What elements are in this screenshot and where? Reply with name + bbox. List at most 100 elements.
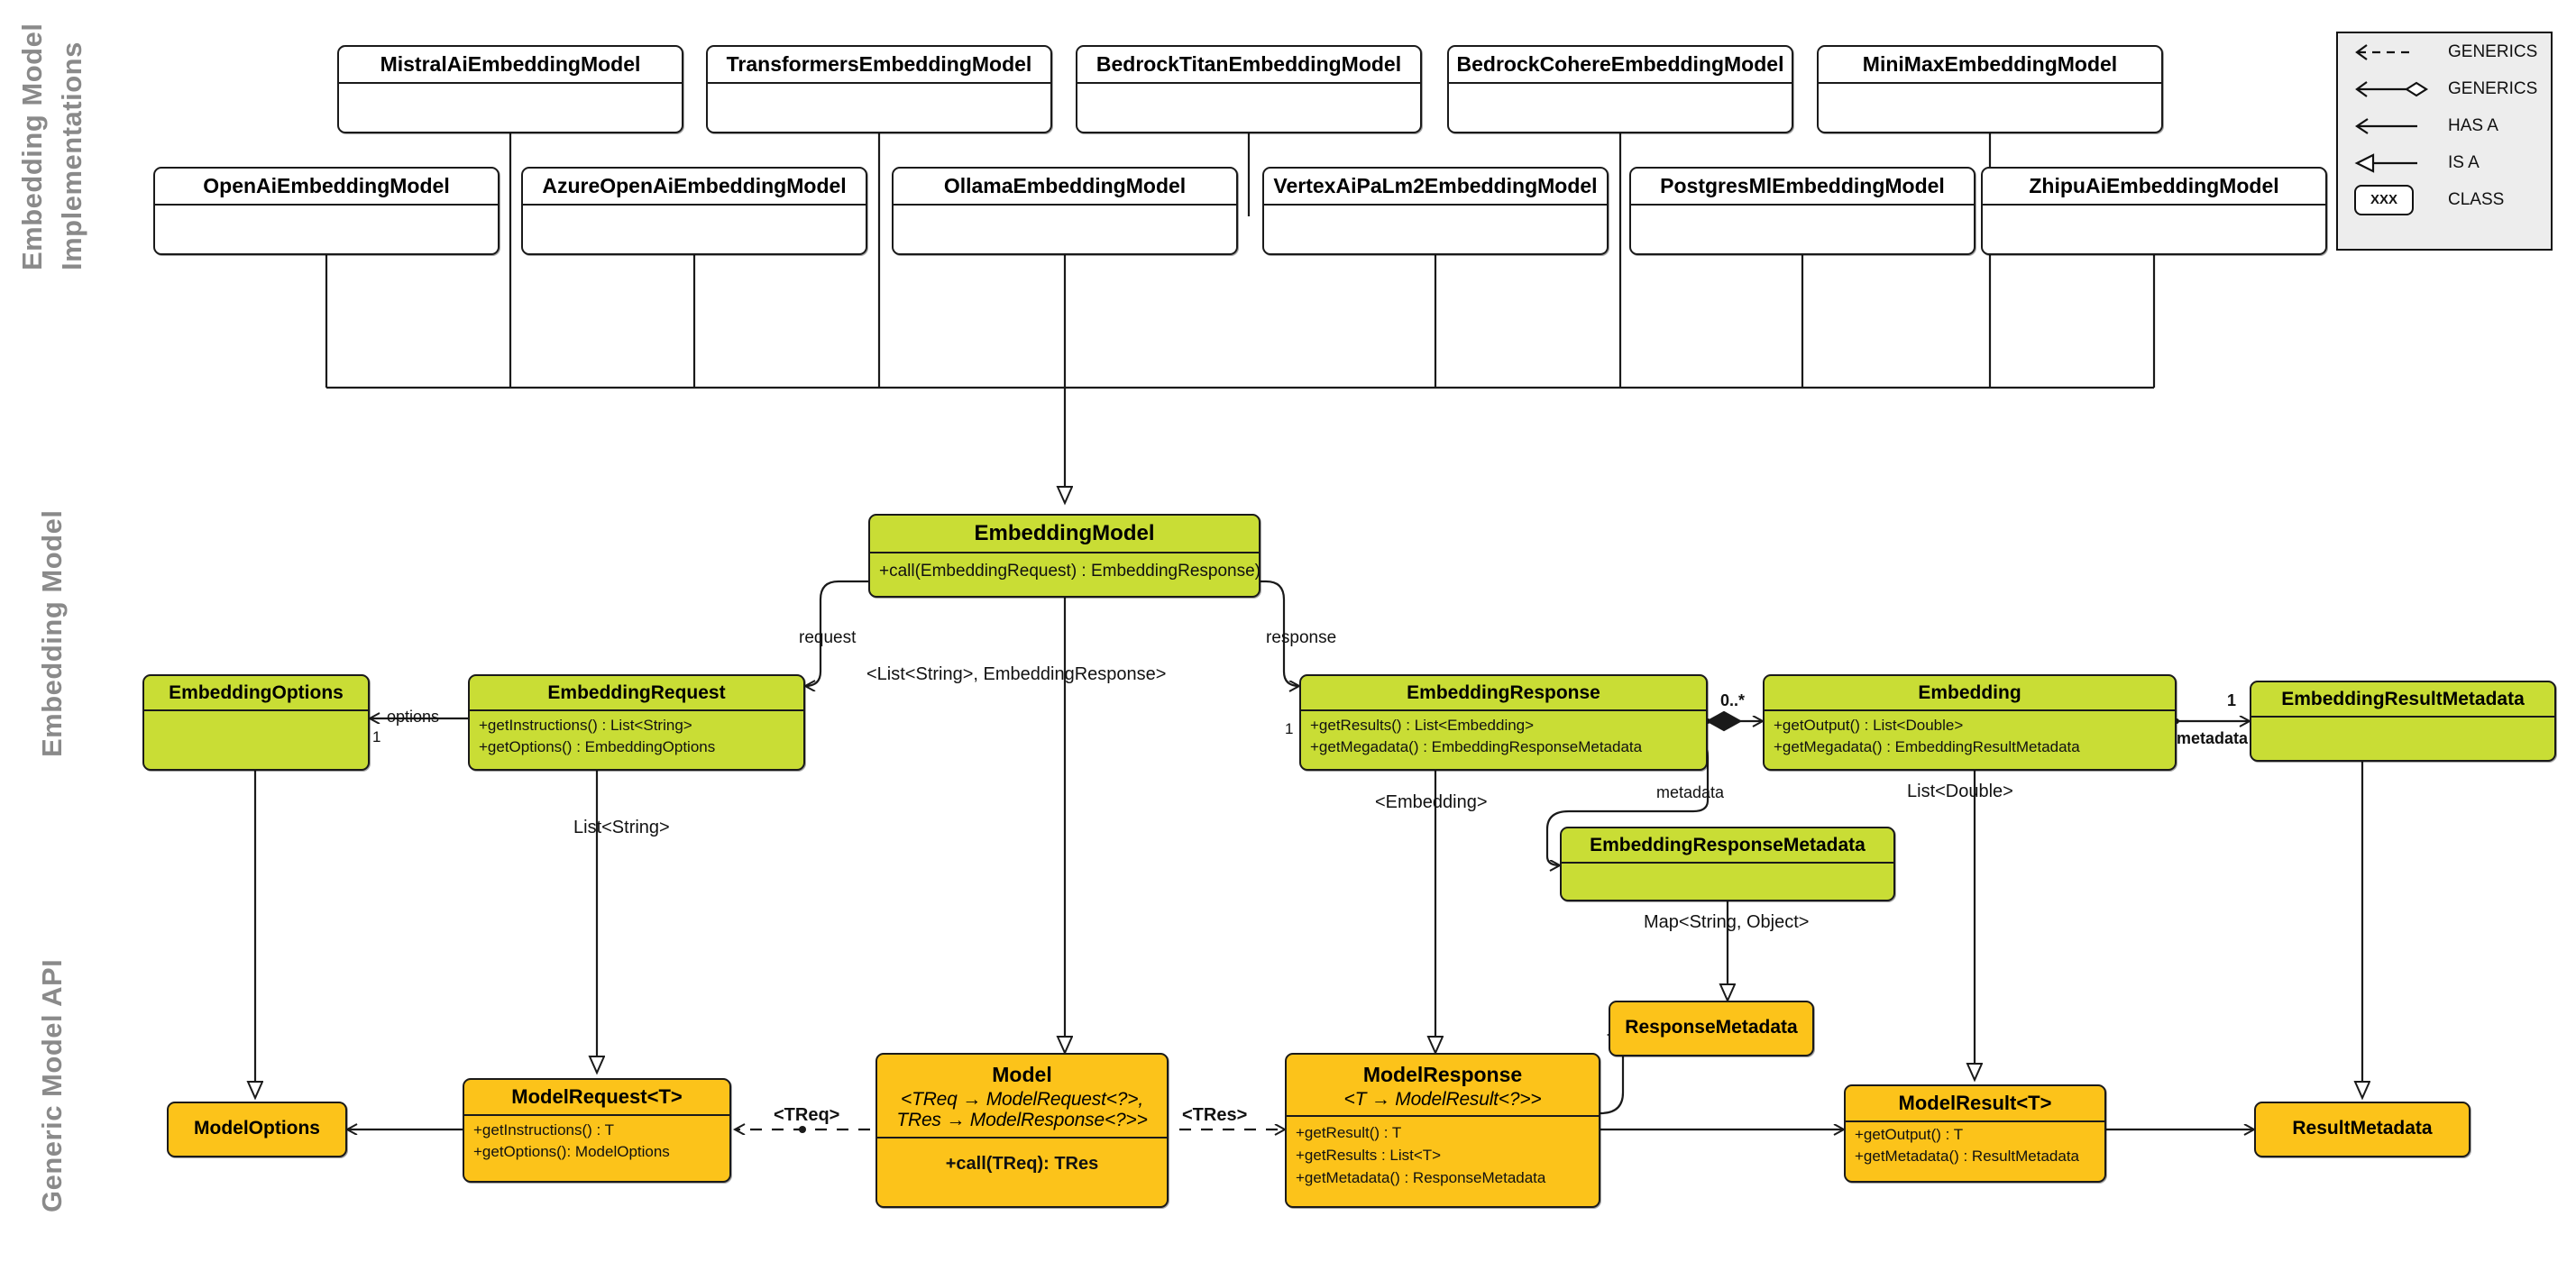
class-members — [1077, 84, 1420, 132]
class-box-bedrocktitan-embedding-model[interactable]: BedrockTitanEmbeddingModel — [1076, 45, 1422, 133]
class-box-embedding[interactable]: Embedding +getOutput() : List<Double> +g… — [1763, 674, 2177, 771]
class-title-wrap: Model <TReq → ModelRequest<?>, TRes → Mo… — [877, 1055, 1167, 1137]
class-members: +call(TReq): TRes — [877, 1139, 1167, 1183]
class-box-vertexaipalm2-embedding-model[interactable]: VertexAiPaLm2EmbeddingModel — [1262, 167, 1609, 255]
class-method: +getOutput() : List<Double> — [1774, 716, 1964, 734]
class-method: +getMetadata() : ResponseMetadata — [1296, 1168, 1546, 1186]
class-box-minimax-embedding-model[interactable]: MiniMaxEmbeddingModel — [1817, 45, 2163, 133]
class-box-ollama-embedding-model[interactable]: OllamaEmbeddingModel — [892, 167, 1238, 255]
class-method: +call(TReq): TRes — [945, 1153, 1099, 1174]
class-divider — [1449, 81, 1792, 84]
class-members — [523, 206, 866, 253]
class-title: ModelOptions — [194, 1118, 320, 1139]
class-box-model-result[interactable]: ModelResult<T> +getOutput() : T +getMeta… — [1844, 1084, 2106, 1183]
section-label-embedding-model: Embedding Model — [36, 509, 68, 757]
class-members — [1449, 84, 1792, 132]
legend-row-class: XXX CLASS — [2338, 181, 2551, 218]
class-box-zhipuai-embedding-model[interactable]: ZhipuAiEmbeddingModel — [1981, 167, 2327, 255]
class-divider — [1765, 709, 2175, 711]
class-title: EmbeddingResultMetadata — [2281, 689, 2525, 709]
generics-dot — [799, 1126, 806, 1133]
class-divider — [1631, 203, 1974, 206]
class-method: +getInstructions() : T — [473, 1120, 615, 1139]
class-box-result-metadata[interactable]: ResultMetadata — [2254, 1102, 2471, 1157]
class-box-embedding-response[interactable]: EmbeddingResponse +getResults() : List<E… — [1299, 674, 1708, 771]
class-box-response-metadata[interactable]: ResponseMetadata — [1609, 1001, 1814, 1056]
class-method: +getOptions() : EmbeddingOptions — [479, 738, 716, 756]
diamond-arrow-icon — [2354, 74, 2432, 105]
class-divider — [1264, 203, 1607, 206]
class-title: OllamaEmbeddingModel — [943, 174, 1187, 197]
class-divider — [1301, 709, 1706, 711]
class-members: +getInstructions() : List<String> +getOp… — [470, 711, 803, 764]
class-members: +call(EmbeddingRequest) : EmbeddingRespo… — [870, 553, 1259, 590]
class-divider — [1819, 81, 2161, 84]
class-generic-line-1: <TReq → ModelRequest<?>, — [901, 1088, 1143, 1110]
class-title: VertexAiPaLm2EmbeddingModel — [1273, 174, 1598, 197]
class-box-azureopenai-embedding-model[interactable]: AzureOpenAiEmbeddingModel — [521, 167, 867, 255]
hollow-triangle-arrow-icon — [2354, 148, 2432, 178]
class-divider — [464, 1113, 729, 1116]
class-divider — [1562, 861, 1893, 864]
class-method: +getInstructions() : List<String> — [479, 716, 692, 734]
edge-label-map-string-object: Map<String, Object> — [1644, 912, 1810, 932]
class-box-embedding-model[interactable]: EmbeddingModel +call(EmbeddingRequest) :… — [868, 514, 1260, 598]
legend-row-has-a: HAS A — [2338, 107, 2551, 144]
class-box-model-request[interactable]: ModelRequest<T> +getInstructions() : T +… — [463, 1078, 731, 1183]
class-box-icon: XXX — [2354, 184, 2432, 215]
class-title: PostgresMlEmbeddingModel — [1660, 174, 1945, 197]
class-title: EmbeddingResponse — [1407, 682, 1600, 703]
class-members — [339, 84, 682, 132]
class-title: EmbeddingOptions — [169, 682, 344, 703]
class-title: ResultMetadata — [2292, 1118, 2433, 1139]
class-box-transformers-embedding-model[interactable]: TransformersEmbeddingModel — [706, 45, 1052, 133]
class-members — [708, 84, 1050, 132]
class-members: +getInstructions() : T +getOptions(): Mo… — [464, 1116, 729, 1169]
class-members — [894, 206, 1236, 253]
edge-label-list-double: List<Double> — [1907, 782, 2013, 801]
class-title: EmbeddingModel — [974, 521, 1155, 545]
class-method: +getMegadata() : EmbeddingResultMetadata — [1774, 738, 2080, 756]
class-method: +getMetadata() : ResultMetadata — [1855, 1148, 2079, 1166]
class-box-bedrockcohere-embedding-model[interactable]: BedrockCohereEmbeddingModel — [1447, 45, 1793, 133]
class-method: +getOptions(): ModelOptions — [473, 1143, 670, 1161]
class-members: +getResult() : T +getResults : List<T> +… — [1287, 1117, 1599, 1194]
class-title: Model — [992, 1063, 1052, 1086]
class-divider — [470, 709, 803, 711]
class-box-embedding-options[interactable]: EmbeddingOptions — [142, 674, 370, 771]
class-title: TransformersEmbeddingModel — [726, 52, 1032, 76]
class-box-mistralai-embedding-model[interactable]: MistralAiEmbeddingModel — [337, 45, 683, 133]
class-divider — [870, 551, 1259, 553]
legend-label-class: CLASS — [2448, 189, 2505, 209]
class-box-openai-embedding-model[interactable]: OpenAiEmbeddingModel — [153, 167, 500, 255]
class-title: ResponseMetadata — [1625, 1017, 1798, 1038]
legend-row-generics-dashed: GENERICS — [2338, 33, 2551, 70]
class-members — [2251, 718, 2554, 760]
edge-label-list-string: List<String> — [573, 818, 670, 837]
class-members — [1631, 206, 1974, 253]
class-divider — [894, 203, 1236, 206]
class-title-wrap: ModelResponse <T → ModelResult<?>> — [1287, 1055, 1599, 1115]
legend-panel: GENERICS GENERICS HAS A — [2336, 32, 2553, 251]
class-divider — [1846, 1120, 2104, 1122]
class-box-postgresml-embedding-model[interactable]: PostgresMlEmbeddingModel — [1629, 167, 1976, 255]
class-title: AzureOpenAiEmbeddingModel — [542, 174, 847, 197]
class-box-model[interactable]: Model <TReq → ModelRequest<?>, TRes → Mo… — [875, 1053, 1169, 1208]
class-box-model-options[interactable]: ModelOptions — [167, 1102, 347, 1157]
class-box-embedding-response-metadata[interactable]: EmbeddingResponseMetadata — [1560, 827, 1895, 901]
class-box-embedding-result-metadata[interactable]: EmbeddingResultMetadata — [2250, 681, 2556, 762]
dashed-open-arrow-icon — [2354, 37, 2432, 68]
edge-label-treq: <TReq> — [774, 1105, 840, 1125]
class-title: ZhipuAiEmbeddingModel — [2029, 174, 2279, 197]
legend-label-generics-dashed: GENERICS — [2448, 41, 2538, 61]
class-box-model-response[interactable]: ModelResponse <T → ModelResult<?>> +getR… — [1285, 1053, 1600, 1208]
class-method: +getResults : List<T> — [1296, 1146, 1442, 1164]
legend-row-is-a: IS A — [2338, 144, 2551, 181]
class-divider — [877, 1136, 1167, 1139]
class-members — [1264, 206, 1607, 253]
class-title: MiniMaxEmbeddingModel — [1862, 52, 2118, 76]
class-box-embedding-request[interactable]: EmbeddingRequest +getInstructions() : Li… — [468, 674, 805, 771]
class-title: BedrockCohereEmbeddingModel — [1456, 52, 1784, 76]
class-title: MistralAiEmbeddingModel — [380, 52, 641, 76]
